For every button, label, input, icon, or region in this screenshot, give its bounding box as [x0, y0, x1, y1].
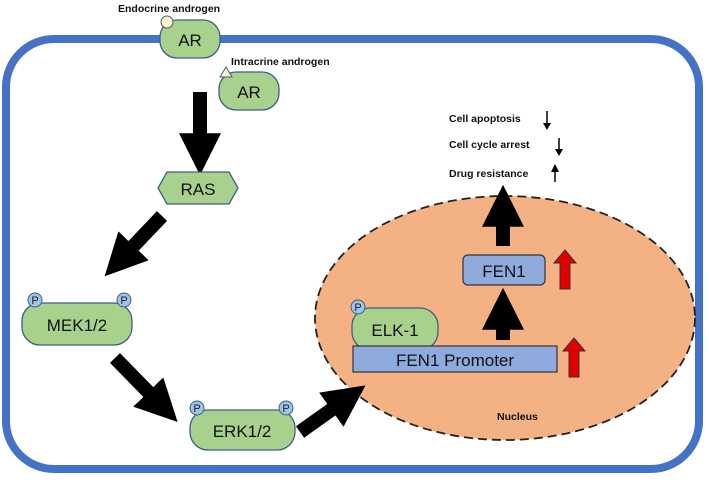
ar-membrane-label: AR — [178, 31, 202, 50]
erk-phospho-right: P — [278, 400, 294, 416]
arrow-ras-to-mek — [104, 211, 168, 277]
svg-text:Drug resistance: Drug resistance — [449, 168, 529, 180]
svg-text:Cell cycle arrest: Cell cycle arrest — [449, 139, 530, 151]
elk1-label: ELK-1 — [371, 321, 418, 340]
arrow-down-icon — [543, 123, 551, 130]
svg-text:P: P — [120, 295, 127, 307]
outcome-drug-resistance: Drug resistance — [449, 164, 559, 182]
arrow-mek-to-erk — [109, 353, 178, 423]
erk-node — [189, 409, 296, 451]
erk-phospho-left: P — [189, 400, 205, 416]
arrow-up-icon — [551, 164, 559, 172]
fen1-node — [462, 254, 546, 286]
mek-node — [21, 302, 133, 346]
intracrine-androgen-label: Intracrine androgen — [231, 56, 330, 68]
svg-text:P: P — [354, 302, 361, 314]
endocrine-androgen-ligand — [160, 15, 174, 29]
promoter-upregulation-arrow — [561, 337, 587, 378]
fen1-upregulation-arrow — [552, 249, 578, 290]
erk-label: ERK1/2 — [213, 422, 272, 441]
ar-intracellular — [218, 71, 280, 111]
fen1-label: FEN1 — [482, 262, 525, 281]
fen1-promoter-label: FEN1 Promoter — [396, 351, 514, 370]
intracrine-androgen-ligand — [219, 66, 233, 78]
svg-text:Cell apoptosis: Cell apoptosis — [449, 113, 521, 125]
svg-text:P: P — [193, 403, 200, 415]
ar-membrane — [159, 19, 221, 59]
mek-phospho-right: P — [116, 292, 132, 308]
endocrine-androgen-label: Endocrine androgen — [118, 3, 220, 15]
outcome-cell-cycle-arrest: Cell cycle arrest — [449, 138, 563, 156]
fen1-promoter — [352, 345, 558, 373]
ras-label: RAS — [181, 180, 216, 199]
arrow-erk-to-nucleus — [295, 385, 366, 438]
mek-phospho-left: P — [27, 292, 43, 308]
ar-intracellular-label: AR — [237, 83, 261, 102]
mek-label: MEK1/2 — [47, 316, 107, 335]
ras-node — [157, 171, 239, 205]
svg-text:P: P — [282, 403, 289, 415]
outcome-cell-apoptosis: Cell apoptosis — [449, 111, 551, 130]
arrow-down-icon — [555, 149, 563, 156]
svg-text:P: P — [31, 295, 38, 307]
nucleus-label: Nucleus — [497, 411, 538, 423]
elk1-phospho: P — [350, 299, 366, 315]
